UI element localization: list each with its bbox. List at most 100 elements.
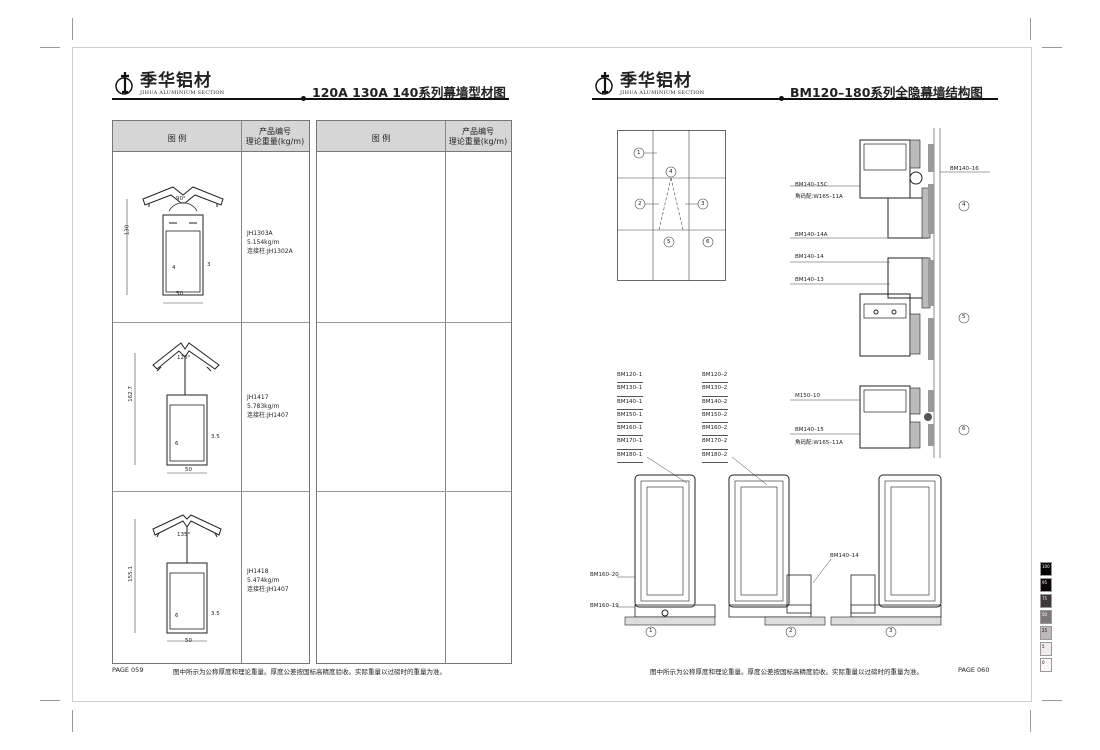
dim-width: 50 xyxy=(176,291,183,297)
list-item: BM170–1 xyxy=(617,436,643,450)
crop-mark xyxy=(40,700,60,701)
profile-info: JH1303A 5.154kg/m 连接柱:JH1302A xyxy=(247,229,293,256)
header-rule xyxy=(592,98,998,100)
profile-connector: 连接柱:JH1407 xyxy=(247,586,289,593)
crop-mark xyxy=(1030,18,1031,40)
section-marker: 6 xyxy=(962,426,966,432)
profile-table: 图 例 产品编号 理论重量(kg/m) 90° 130 50 4 3 JH130… xyxy=(112,120,310,664)
color-swatch: 50 xyxy=(1040,610,1052,624)
part-label: 角码配:W165–11A xyxy=(795,194,843,200)
part-label: BM140–16 xyxy=(950,166,979,172)
list-item: BM130–2 xyxy=(702,383,728,397)
part-label: 角码配:W165–11A xyxy=(795,440,843,446)
list-item: BM150–2 xyxy=(702,410,728,424)
brand-subtitle: JIHUA ALUMINIUM SECTION xyxy=(620,90,705,96)
crop-mark xyxy=(72,18,73,40)
color-swatch: 75 xyxy=(1040,594,1052,608)
dim-b: 3.5 xyxy=(211,611,220,617)
brand-left: 季华铝材 JIHUA ALUMINIUM SECTION xyxy=(112,70,224,96)
list-item: BM150–1 xyxy=(617,410,643,424)
brand-name: 季华铝材 xyxy=(140,71,212,91)
logo-icon xyxy=(115,72,133,95)
dim-width: 50 xyxy=(185,467,192,473)
header-legend: 图 例 xyxy=(167,134,187,143)
profile-code: JH1417 xyxy=(247,394,269,401)
frame-marker: 2 xyxy=(789,628,793,634)
profile-info: JH1418 5.474kg/m 连接柱:JH1407 xyxy=(247,567,289,594)
page-number: PAGE 059 xyxy=(112,666,144,674)
elevation-grid xyxy=(617,130,726,281)
header-code-weight: 产品编号 理论重量(kg/m) xyxy=(245,127,305,146)
header-code-weight: 产品编号 理论重量(kg/m) xyxy=(448,127,508,146)
list-item: BM160–1 xyxy=(617,423,643,437)
grid-marker: 1 xyxy=(637,150,641,156)
part-label: M150–10 xyxy=(795,393,820,399)
dim-height: 130 xyxy=(124,224,131,236)
dim-width: 50 xyxy=(185,638,192,644)
column-divider xyxy=(241,121,242,663)
part-label: BM140–15 xyxy=(795,427,824,433)
grid-marker: 2 xyxy=(638,201,642,207)
list-item: BM130–1 xyxy=(617,383,643,397)
dim-a: 4 xyxy=(172,265,176,271)
part-label: BM160–19 xyxy=(590,603,619,609)
page-number: PAGE 060 xyxy=(958,666,990,674)
list-item: BM160–2 xyxy=(702,423,728,437)
list-item: BM180–1 xyxy=(617,450,643,464)
color-swatch: 25 xyxy=(1040,626,1052,640)
profile-weight: 5.783kg/m xyxy=(247,403,280,410)
table-header xyxy=(317,121,511,152)
profile-connector: 连接柱:JH1407 xyxy=(247,412,289,419)
list-item: BM140–1 xyxy=(617,397,643,410)
crop-mark xyxy=(40,47,60,48)
list-item: BM140–2 xyxy=(702,397,728,410)
footer-note: 图中所示为公称厚度和理论重量。厚度公差按国标高精度验收。实际重量以过磅时的重量为… xyxy=(173,668,446,676)
crop-mark xyxy=(1042,700,1062,701)
color-swatch: 5 xyxy=(1040,642,1052,656)
frame-sections xyxy=(617,456,942,638)
header-rule-dot xyxy=(779,96,784,101)
grid-marker: 6 xyxy=(706,239,710,245)
page-frame xyxy=(72,47,1032,702)
page-title: 120A 130A 140系列幕墙型材图 xyxy=(312,85,506,100)
section-marker: 5 xyxy=(962,314,966,320)
row-divider xyxy=(317,322,511,323)
color-swatch: 100 xyxy=(1040,562,1052,576)
frame-marker: 3 xyxy=(889,628,893,634)
row-divider xyxy=(113,322,309,323)
header-rule xyxy=(112,98,509,100)
grid-marker: 5 xyxy=(667,239,671,245)
footer-note: 图中所示为公称厚度和理论重量。厚度公差按国标高精度验收。实际重量以过磅时的重量为… xyxy=(650,668,923,676)
list-item: BM170–2 xyxy=(702,436,728,450)
color-swatch: 0 xyxy=(1040,658,1052,672)
row-divider xyxy=(317,491,511,492)
list-item: BM120–2 xyxy=(702,370,728,384)
column-divider xyxy=(445,121,446,663)
profile-drawing xyxy=(134,514,222,642)
crop-mark xyxy=(1030,710,1031,732)
profile-drawing xyxy=(134,342,220,474)
grid-marker: 4 xyxy=(669,169,673,175)
part-label: BM140–15C xyxy=(795,182,828,188)
angle-label: 120° xyxy=(177,355,191,361)
frame-marker: 1 xyxy=(649,628,653,634)
part-label: BM140–14A xyxy=(795,232,828,238)
profile-weight: 5.474kg/m xyxy=(247,577,280,584)
profile-code: JH1418 xyxy=(247,568,269,575)
dim-b: 3.5 xyxy=(211,434,220,440)
logo-icon xyxy=(595,72,613,95)
profile-code: JH1303A xyxy=(247,230,273,237)
header-rule-dot xyxy=(301,96,306,101)
page-title: BM120–180系列全隐幕墙结构图 xyxy=(790,85,983,100)
header-legend: 图 例 xyxy=(371,134,391,143)
color-swatch: 95 xyxy=(1040,578,1052,592)
dim-a: 6 xyxy=(175,613,179,619)
dim-a: 6 xyxy=(175,441,179,447)
part-label: BM160–20 xyxy=(590,572,619,578)
grid-marker: 3 xyxy=(701,201,705,207)
profile-connector: 连接柱:JH1302A xyxy=(247,248,293,255)
dim-height: 162.7 xyxy=(127,386,134,402)
part-label: BM140–14 xyxy=(795,254,824,260)
